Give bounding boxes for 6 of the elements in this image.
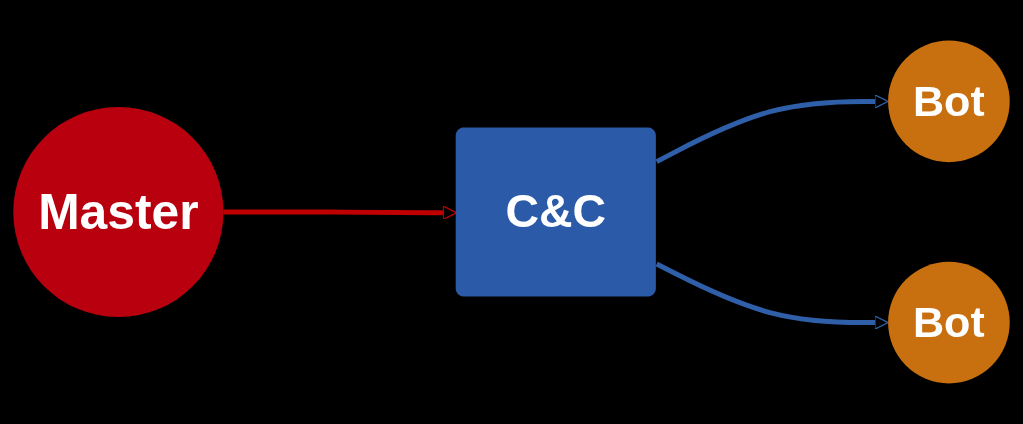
node-circle: Master (13, 106, 224, 318)
node-circle: Bot (888, 40, 1010, 163)
node-box: C&C (455, 127, 656, 297)
arrow (655, 94, 889, 164)
node-circle: Bot (888, 261, 1010, 384)
arrow (655, 261, 889, 330)
